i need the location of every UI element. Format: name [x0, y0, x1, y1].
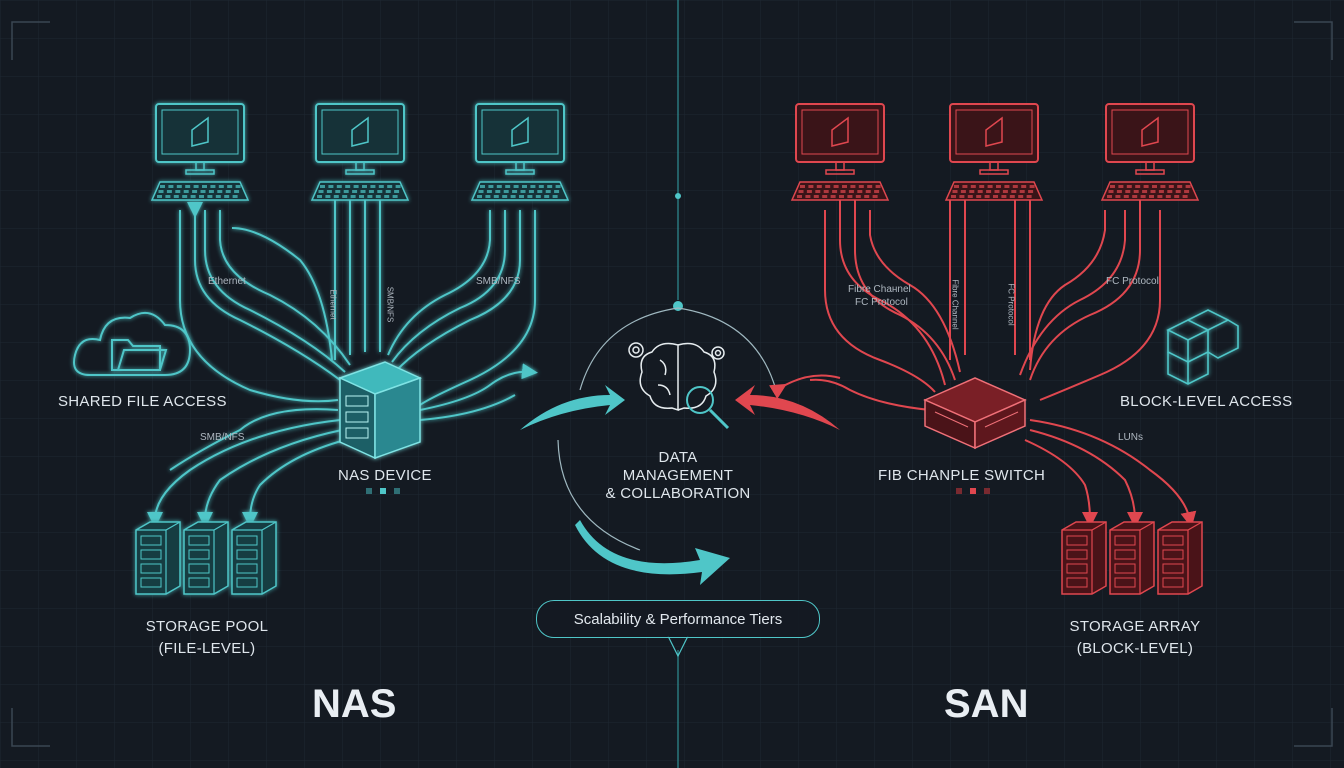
tiers-connector — [667, 635, 689, 658]
keyboard-icon — [310, 181, 410, 201]
keyboard-icon — [470, 181, 570, 201]
corner-brackets — [11, 21, 1333, 747]
indicator-dots — [366, 488, 990, 494]
monitor-icon — [795, 103, 885, 175]
san-luns: LUNs — [1118, 432, 1144, 443]
center-divider — [673, 0, 683, 768]
monitor-icon — [1105, 103, 1195, 175]
monitor-icon — [155, 103, 245, 175]
nas-device-label: NAS DEVICE — [338, 467, 432, 484]
san-protocol-fc-2: FC Protocol — [855, 297, 908, 308]
keyboard-icon — [150, 181, 250, 201]
san-array-label-1: STORAGE ARRAY — [1069, 618, 1201, 635]
san-vertical-tag-2: FC Protocol — [1006, 283, 1016, 326]
storage-drive-icon — [231, 521, 277, 595]
storage-drive-icon — [1109, 521, 1155, 595]
san-vertical-tag-1: Fibre Channel — [950, 279, 960, 330]
nas-title: NAS — [312, 682, 397, 726]
cloud-folder-icon — [73, 311, 192, 376]
monitor-icon — [315, 103, 405, 175]
storage-drive-icon — [183, 521, 229, 595]
nas-device-icon — [338, 361, 422, 460]
center-arrows-red — [735, 385, 840, 430]
san-block-label: BLOCK-LEVEL ACCESS — [1120, 393, 1293, 410]
nas-pool-label-2: (FILE-LEVEL) — [158, 640, 256, 657]
storage-drive-icon — [135, 521, 181, 595]
keyboard-icon — [790, 181, 890, 201]
nas-pool-label-1: STORAGE POOL — [145, 618, 269, 635]
keyboard-icon — [1100, 181, 1200, 201]
nas-vertical-tag-1: Ethernet — [328, 289, 338, 320]
storage-drive-icon — [1157, 521, 1203, 595]
monitor-icon — [949, 103, 1039, 175]
gear-icon — [628, 342, 725, 360]
nas-vertical-tag-2: SMB/NFS — [385, 286, 395, 323]
brain-icon — [639, 342, 717, 412]
fc-switch-icon — [923, 377, 1027, 450]
center-cycle — [557, 307, 777, 551]
magnifier-icon — [686, 386, 730, 430]
san-protocol-fc-1: Fibre Chaнnel — [848, 284, 911, 295]
san-array-label-2: (BLOCK-LEVEL) — [1076, 640, 1194, 657]
cubes-icon — [1166, 309, 1239, 385]
center-line-2: MANAGEMENT — [622, 467, 734, 484]
san-switch-label: FIB CHANРLE SWITCH — [878, 467, 1046, 484]
nas-protocol-ethernet: Ethernet — [208, 276, 246, 287]
san-protocol-fc-right: FC Protocol — [1106, 276, 1159, 287]
storage-drive-icon — [1061, 521, 1107, 595]
center-arrows — [520, 385, 730, 585]
center-line-1: DATA — [658, 449, 698, 466]
scalability-tiers-badge: Scalability & Performance Tiers — [536, 600, 820, 638]
nas-protocol-smb-lower: SMB/NFS — [200, 432, 245, 443]
nas-shared-label: SHARED FILE ACCESS — [58, 393, 227, 410]
keyboard-icon — [944, 181, 1044, 201]
san-title: SAN — [944, 682, 1029, 726]
monitor-icon — [475, 103, 565, 175]
nas-protocol-smb-nfs: SMB/NFS — [476, 276, 521, 287]
center-line-3: & COLLABORATION — [605, 485, 751, 502]
